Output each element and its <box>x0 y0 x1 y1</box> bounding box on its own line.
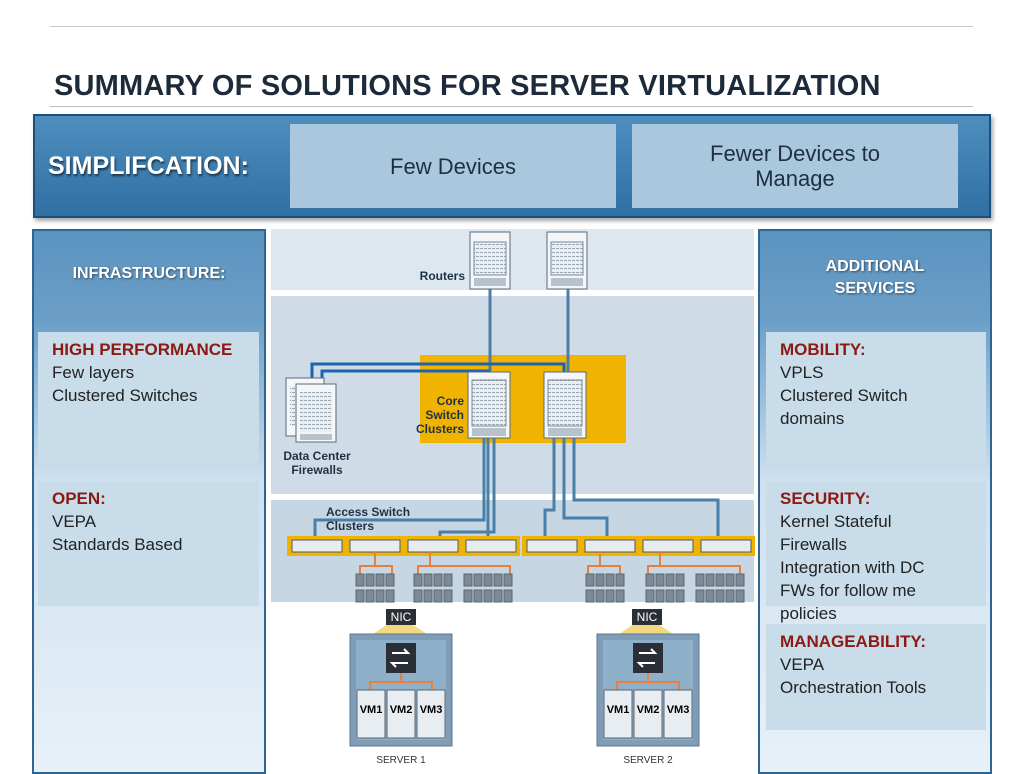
router-1 <box>469 231 511 290</box>
simplification-item-fewer-devices: Fewer Devices to Manage <box>632 124 958 208</box>
card-security: SECURITY: Kernel Stateful Firewalls Inte… <box>766 481 986 623</box>
label-line: Firewalls <box>291 463 343 477</box>
core-switch-2 <box>543 371 587 439</box>
card-heading: OPEN: <box>52 489 106 508</box>
card-heading: SECURITY: <box>780 489 871 508</box>
nic-badge-server-1: NIC <box>386 609 416 625</box>
header-line: ADDITIONAL <box>825 258 925 275</box>
card-line: Standards Based <box>52 535 183 554</box>
card-high-performance: HIGH PERFORMANCE Few layers Clustered Sw… <box>38 332 259 463</box>
card-line: FWs for follow me <box>780 581 917 600</box>
card-heading: MANAGEABILITY: <box>780 632 927 651</box>
nic-badge-server-2: NIC <box>632 609 662 625</box>
card-line: Kernel Stateful <box>780 512 892 531</box>
label-line: Core <box>436 394 464 408</box>
card-line: policies <box>780 604 837 623</box>
card-open: OPEN: VEPA Standards Based <box>38 481 259 606</box>
label-line: Access Switch <box>326 505 411 519</box>
card-line: Firewalls <box>780 535 848 554</box>
access-cluster-2 <box>522 536 755 556</box>
header-line: SERVICES <box>834 280 916 297</box>
data-center-firewalls <box>285 377 337 443</box>
router-core-links <box>488 289 570 372</box>
card-line: Orchestration Tools <box>780 678 927 697</box>
access-switches <box>291 539 752 553</box>
simplification-label: SIMPLIFCATION: <box>48 152 249 180</box>
access-cabling <box>359 552 741 574</box>
vm-label: VM3 <box>666 704 690 716</box>
router-tier-band <box>271 229 754 290</box>
card-line: VEPA <box>780 655 825 674</box>
server-label: SERVER 1 <box>376 755 426 766</box>
infrastructure-header: INFRASTRUCTURE: <box>72 265 226 282</box>
card-line: VEPA <box>52 512 97 531</box>
label-line: Clusters <box>326 519 375 533</box>
vm-label: VM1 <box>359 704 383 716</box>
page-title: SUMMARY OF SOLUTIONS FOR SERVER VIRTUALI… <box>54 70 881 102</box>
card-line: Integration with DC <box>780 558 925 577</box>
routers-label: Routers <box>419 269 465 283</box>
vm-label: VM1 <box>606 704 630 716</box>
card-line: Clustered Switches <box>52 386 198 405</box>
vm-label: VM3 <box>419 704 443 716</box>
core-switch-clusters-label: Core Switch Clusters <box>400 394 464 436</box>
data-center-firewalls-label: Data Center Firewalls <box>272 449 362 477</box>
router-2 <box>546 231 588 290</box>
vm-label: VM2 <box>636 704 660 716</box>
additional-services-header: ADDITIONAL SERVICES <box>760 256 990 300</box>
server-label: SERVER 2 <box>623 755 673 766</box>
card-heading: HIGH PERFORMANCE <box>52 340 233 359</box>
label-line: Switch <box>425 408 464 422</box>
card-line: Few layers <box>52 363 135 382</box>
vm-label: VM2 <box>389 704 413 716</box>
access-switch-clusters-label: Access Switch Clusters <box>326 505 410 533</box>
server-2 <box>596 624 700 747</box>
access-cluster-1 <box>287 536 520 556</box>
card-line: domains <box>780 409 845 428</box>
card-heading: MOBILITY: <box>780 340 866 359</box>
card-manageability: MANAGEABILITY: VEPA Orchestration Tools <box>766 624 986 730</box>
card-mobility: MOBILITY: VPLS Clustered Switch domains <box>766 332 986 463</box>
card-line: VPLS <box>780 363 824 382</box>
core-switch-1 <box>467 371 511 439</box>
label-line: Clusters <box>415 422 464 436</box>
title-rule <box>50 106 973 107</box>
simplification-item-few-devices: Few Devices <box>290 124 616 208</box>
top-rule <box>50 26 973 27</box>
server-1 <box>349 624 453 747</box>
label-line: Data Center <box>283 449 351 463</box>
rack-servers <box>355 573 745 603</box>
card-line: Clustered Switch <box>780 386 908 405</box>
